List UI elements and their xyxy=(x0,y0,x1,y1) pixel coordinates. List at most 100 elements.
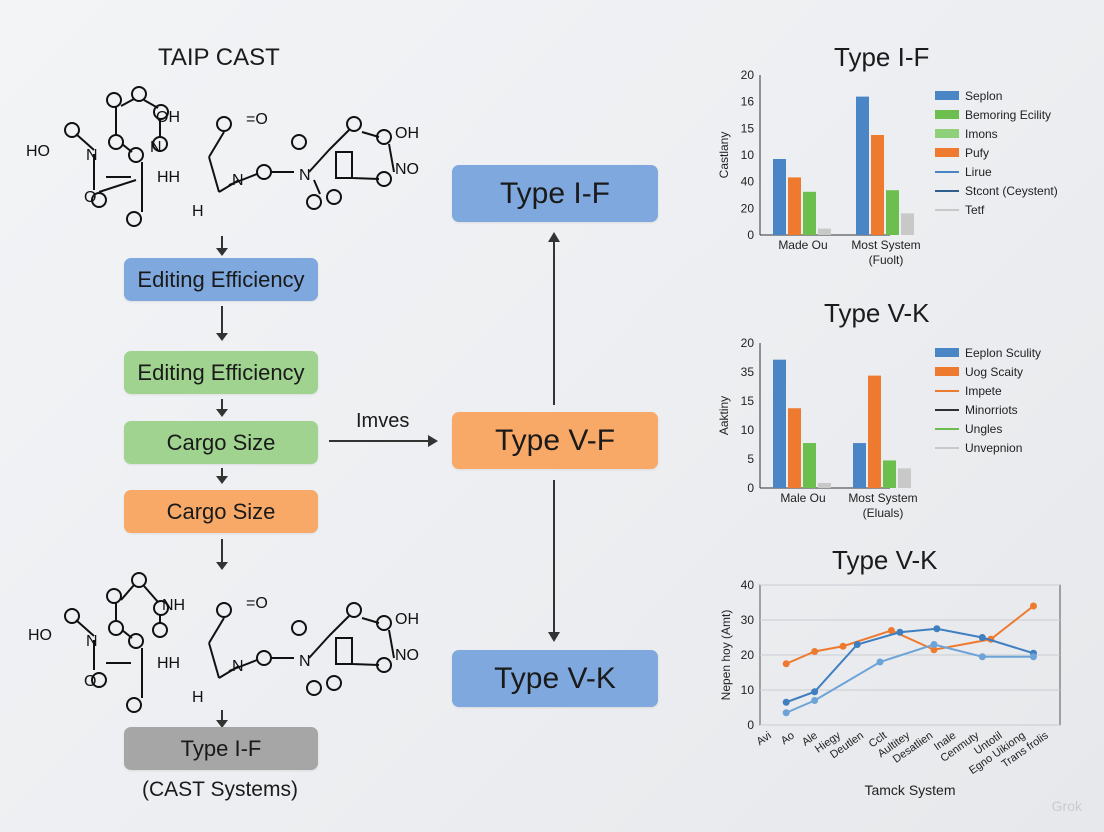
flow-box-label: Editing Efficiency xyxy=(137,266,305,292)
flow-arrow-4 xyxy=(221,468,223,478)
chart3-point xyxy=(1029,653,1037,661)
chart-bar xyxy=(803,443,816,488)
chart-bar xyxy=(818,228,831,235)
legend-swatch xyxy=(935,129,959,138)
flow-box-label: Type I-F xyxy=(180,735,262,761)
chart3-point xyxy=(782,660,790,668)
chart-category-sublabel: (Fuolt) xyxy=(869,253,904,267)
svg-text:=O: =O xyxy=(246,111,268,128)
center-arrow-down-head xyxy=(548,632,560,642)
svg-text:H: H xyxy=(192,689,204,706)
center-arrow-up-head xyxy=(548,232,560,242)
chart3-x-label: Tamck System xyxy=(864,782,955,798)
chart-tick-label: 0 xyxy=(747,228,754,242)
chart3-point xyxy=(811,688,819,696)
chart-tick-label: 40 xyxy=(741,175,755,189)
chart3-point xyxy=(839,642,847,650)
svg-text:H: H xyxy=(192,203,204,220)
flow-arrow-6-head xyxy=(216,720,228,728)
center-node-label: Type I-F xyxy=(499,176,611,210)
svg-text:O: O xyxy=(84,189,96,206)
chart-bar xyxy=(773,359,786,488)
flow-arrow-6 xyxy=(221,710,223,722)
flow-arrow-3-head xyxy=(216,409,228,417)
legend-label: Minorriots xyxy=(965,403,1018,417)
flow-arrow-3 xyxy=(221,399,223,411)
center-node-type-v-f: Type V-F xyxy=(452,412,658,469)
legend-label: Uog Scaity xyxy=(965,365,1023,379)
svg-text:NH: NH xyxy=(162,597,185,614)
legend-swatch xyxy=(935,348,959,357)
chart-tick-label: 10 xyxy=(741,148,755,162)
legend-label: Seplon xyxy=(965,89,1002,103)
flow-box-editing-efficiency-1: Editing Efficiency xyxy=(124,258,318,301)
svg-text:HO: HO xyxy=(28,627,52,644)
chart3-point xyxy=(887,627,895,634)
legend-label: Tetf xyxy=(965,203,985,217)
center-arrow-up-line xyxy=(553,240,555,405)
caption-cast-systems: (CAST Systems) xyxy=(142,778,298,801)
flow-arrow-1-head xyxy=(216,248,228,256)
chart-tick-label: 20 xyxy=(741,336,755,350)
chart-tick-label: 20 xyxy=(741,70,755,82)
chart-bar xyxy=(856,96,869,235)
chart3-category-label: Ao xyxy=(779,730,797,748)
chart-y-label: Castlany xyxy=(717,132,731,179)
chart-bar xyxy=(788,408,801,488)
legend-label: Lirue xyxy=(965,165,992,179)
chart-tick-label: 20 xyxy=(741,201,755,215)
chart-tick-label: 0 xyxy=(747,481,754,495)
center-node-type-i-f: Type I-F xyxy=(452,165,658,222)
flow-arrow-4-head xyxy=(216,476,228,484)
flow-box-label: Cargo Size xyxy=(166,429,276,455)
chart3-tick-label: 30 xyxy=(741,613,755,627)
flow-arrow-1 xyxy=(221,236,223,250)
flow-box-cargo-size-2: Cargo Size xyxy=(124,490,318,533)
chart-bar xyxy=(883,460,896,488)
chart3-point xyxy=(853,641,861,648)
chart3-y-label: Nepen hoy (Amt) xyxy=(719,610,733,701)
center-node-label: Type V-F xyxy=(494,423,616,457)
chart-bar xyxy=(898,468,911,488)
legend-swatch xyxy=(935,91,959,100)
chart-bar xyxy=(901,213,914,235)
chart3-title: Type V-K xyxy=(832,545,938,575)
legend-label: Bemoring Ecility xyxy=(965,108,1051,122)
legend-label: Eeplon Sculity xyxy=(965,346,1041,360)
legend-label: Stcont (Ceystent) xyxy=(965,184,1058,198)
watermark-text: Grok xyxy=(1051,798,1082,814)
connector-arrowhead xyxy=(428,435,438,447)
flow-box-label: Editing Efficiency xyxy=(137,359,305,385)
center-node-label: Type V-K xyxy=(494,661,616,695)
chart-bar xyxy=(818,482,831,488)
legend-label: Imons xyxy=(965,127,998,141)
chart-category-label: Most System xyxy=(851,238,920,252)
diagram-title: TAIP CAST xyxy=(158,44,280,71)
center-arrow-down-line xyxy=(553,480,555,632)
chart3-point xyxy=(896,628,904,636)
flow-box-cargo-size-1: Cargo Size xyxy=(124,421,318,464)
chart3-point xyxy=(782,698,790,706)
svg-text:HH: HH xyxy=(157,169,180,186)
chart3-point xyxy=(978,634,986,641)
chart-tick-label: 16 xyxy=(741,95,755,109)
flow-arrow-5 xyxy=(221,539,223,563)
chart3-tick-label: 10 xyxy=(741,683,755,697)
chart2-title: Type V-K xyxy=(824,298,930,328)
connector-label: Imves xyxy=(356,410,410,432)
svg-text:O: O xyxy=(84,673,96,690)
legend-label: Ungles xyxy=(965,422,1002,436)
chart-bar xyxy=(773,159,786,235)
chart3-point xyxy=(930,646,938,654)
chart1-title: Type I-F xyxy=(834,42,930,72)
svg-text:OH: OH xyxy=(395,611,419,628)
svg-text:=O: =O xyxy=(246,595,268,612)
chart-tick-label: 10 xyxy=(741,423,755,437)
legend-label: Pufy xyxy=(965,146,989,160)
chart3-tick-label: 20 xyxy=(741,648,755,662)
flow-box-editing-efficiency-2: Editing Efficiency xyxy=(124,351,318,394)
svg-text:OH: OH xyxy=(395,125,419,142)
